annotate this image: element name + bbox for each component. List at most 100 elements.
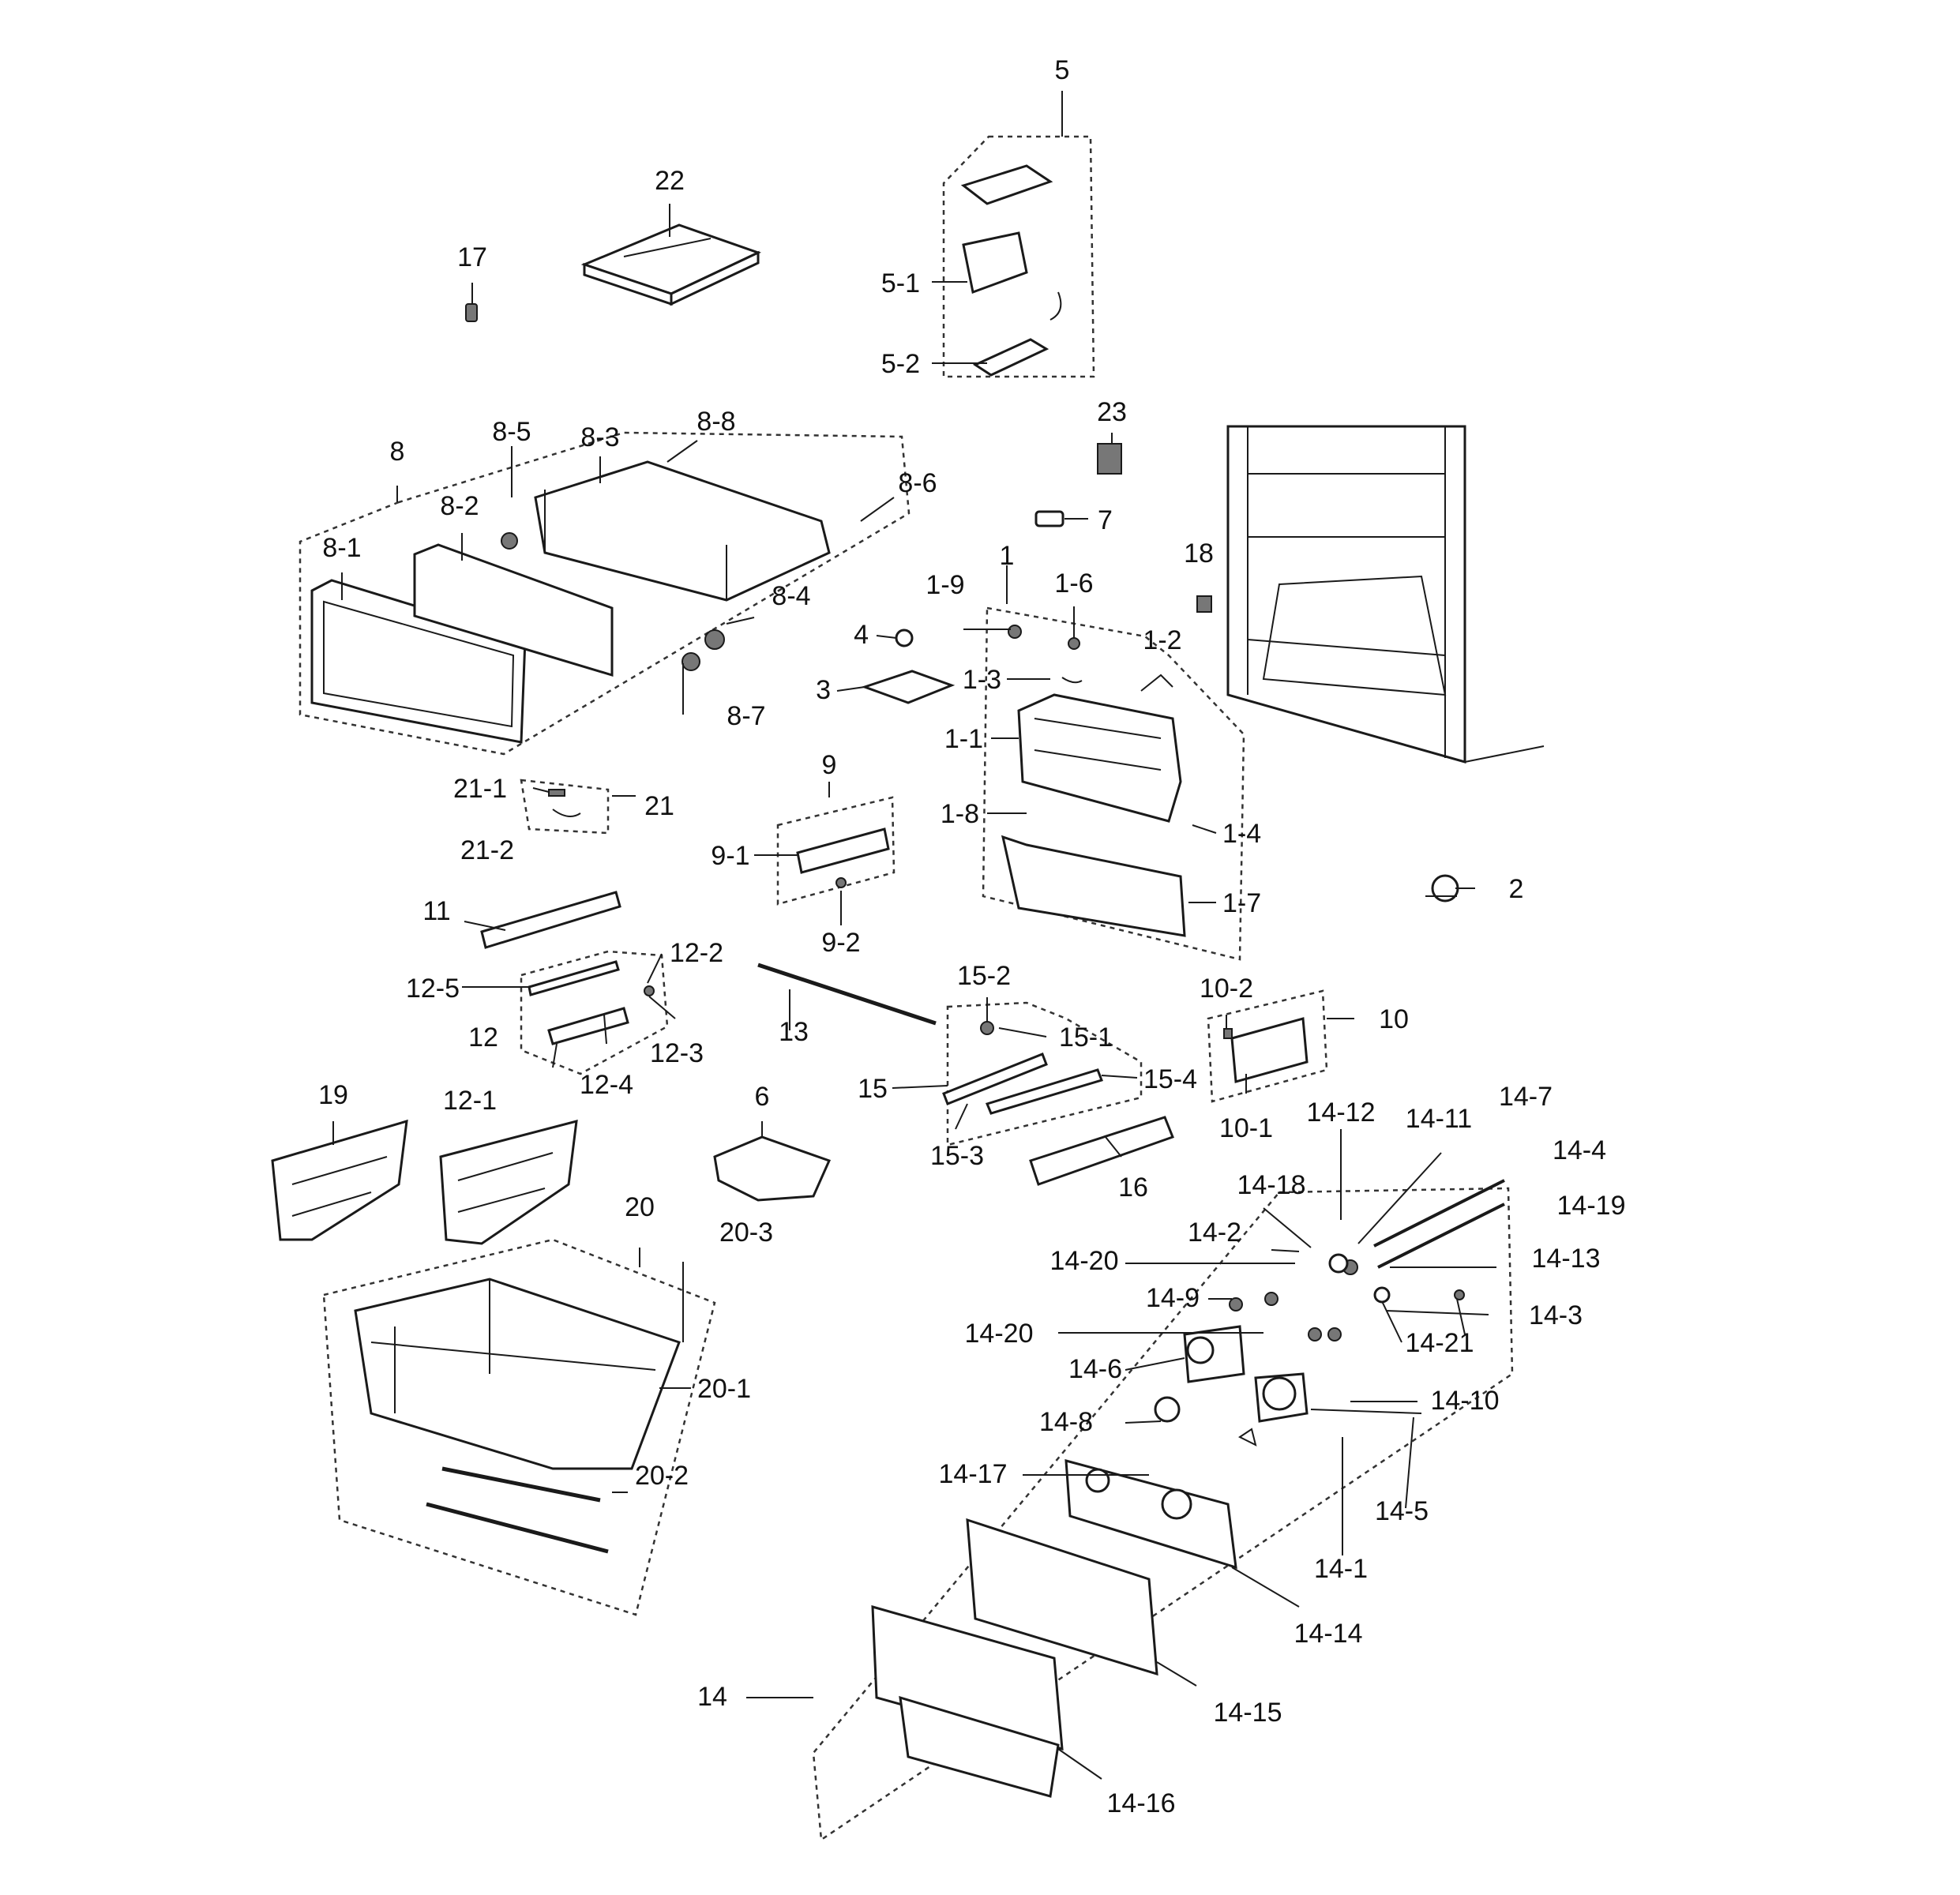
callout-1: 1 [1000,541,1015,571]
callout-1-3: 1-3 [963,665,1001,695]
callout-15-2: 15-2 [957,961,1011,991]
callout-5: 5 [1055,55,1070,85]
callout-14-4: 14-4 [1553,1135,1606,1165]
callout-9: 9 [822,750,837,780]
callout-15-1: 15-1 [1059,1023,1113,1053]
group-20-outline [322,1238,716,1616]
callout-20-1: 20-1 [697,1374,751,1404]
callout-labels: 5 5-1 5-2 22 17 23 7 8 8-1 8-2 8-3 8-5 8… [318,55,1625,1818]
callout-9-1: 9-1 [711,841,749,871]
callout-1-9: 1-9 [926,570,964,600]
callout-14-20b: 14-20 [965,1319,1034,1349]
callout-8-5: 8-5 [492,417,531,447]
callout-12-3: 12-3 [650,1038,704,1068]
callout-14-20a: 14-20 [1050,1246,1119,1276]
callout-8-4: 8-4 [772,581,810,611]
callout-13: 13 [779,1017,809,1047]
callout-2: 2 [1509,874,1524,904]
callout-5-1: 5-1 [881,268,920,298]
callout-14-14: 14-14 [1294,1619,1363,1649]
callout-14-8: 14-8 [1039,1407,1093,1437]
callout-8-7: 8-7 [727,701,765,731]
callout-11: 11 [422,896,450,926]
part-10-module [1223,1017,1309,1083]
callout-14-10: 14-10 [1431,1386,1500,1416]
callout-14-17: 14-17 [939,1459,1008,1489]
callout-21: 21 [644,791,674,821]
part-9-hinge [796,827,890,888]
leader-lines [332,91,1496,1780]
callout-20-2: 20-2 [635,1461,689,1491]
group-21-outline [520,779,610,835]
part-14-door-assembly [871,1179,1505,1798]
part-6-tray [713,1135,832,1202]
callout-21-2: 21-2 [460,835,514,865]
group-10-outline [1207,989,1328,1103]
callout-14-16: 14-16 [1107,1788,1176,1818]
callout-9-2: 9-2 [821,928,860,958]
callout-15: 15 [858,1074,888,1104]
callout-14-5: 14-5 [1375,1496,1429,1526]
callout-7: 7 [1098,505,1113,535]
part-21-harness [548,789,581,817]
group-15-outline [946,1001,1143,1146]
callout-3: 3 [816,675,831,705]
callout-23: 23 [1097,397,1127,427]
part-19-basket [271,1119,408,1241]
callout-14-2: 14-2 [1188,1218,1241,1248]
callout-17: 17 [457,242,487,272]
callout-4: 4 [854,620,869,650]
callout-8-3: 8-3 [580,422,619,452]
part-20-basket [354,1278,681,1554]
callout-10-2: 10-2 [1200,974,1253,1004]
part-8-drawer [310,460,831,744]
callout-20-3: 20-3 [719,1218,773,1248]
part-cabinet [1226,425,1545,764]
part-7-damper [1034,510,1064,527]
group-5-outline [942,135,1095,378]
callout-12-1: 12-1 [443,1086,497,1116]
callout-1-7: 1-7 [1222,888,1261,918]
group-outlines [299,135,1514,1842]
callout-20: 20 [625,1192,655,1222]
group-14-outline [812,1187,1514,1842]
callout-1-1: 1-1 [944,724,983,754]
part-3-cover [861,670,956,704]
callout-1-2: 1-2 [1143,625,1181,655]
group-9-outline [776,796,896,906]
part-1-evaporator [895,625,1186,937]
callout-15-4: 15-4 [1143,1064,1197,1094]
callout-14-12: 14-12 [1307,1098,1376,1128]
callout-18: 18 [1184,538,1214,568]
callout-1-4: 1-4 [1222,819,1261,849]
part-22-freezer-tray [580,223,761,306]
group-1-outline [982,606,1245,961]
callout-21-1: 21-1 [453,774,507,804]
part-23-bracket [1097,443,1122,475]
callout-14-19: 14-19 [1557,1191,1626,1221]
callout-15-3: 15-3 [930,1141,984,1171]
callout-1-8: 1-8 [941,799,979,829]
part-5-ice-maker [960,164,1062,377]
callout-1-6: 1-6 [1054,568,1093,599]
callout-8-2: 8-2 [440,491,479,521]
callout-14-1: 14-1 [1314,1554,1368,1584]
part-17-clip [465,303,478,322]
callout-22: 22 [655,166,685,196]
callout-14-13: 14-13 [1532,1244,1601,1274]
part-15-hinge [942,1021,1103,1115]
part-2-knob [1425,874,1459,902]
callout-10-1: 10-1 [1219,1113,1273,1143]
callout-6: 6 [755,1082,770,1112]
callout-14-3: 14-3 [1529,1300,1583,1330]
callout-14-11: 14-11 [1406,1104,1472,1134]
callout-10: 10 [1379,1004,1409,1034]
part-18-sensor [1196,595,1212,613]
callout-8-1: 8-1 [322,533,361,563]
callout-8: 8 [390,437,405,467]
part-11-12-rails [480,891,655,1045]
callout-5-2: 5-2 [881,349,920,379]
callout-14: 14 [697,1682,727,1712]
callout-12-5: 12-5 [406,974,460,1004]
